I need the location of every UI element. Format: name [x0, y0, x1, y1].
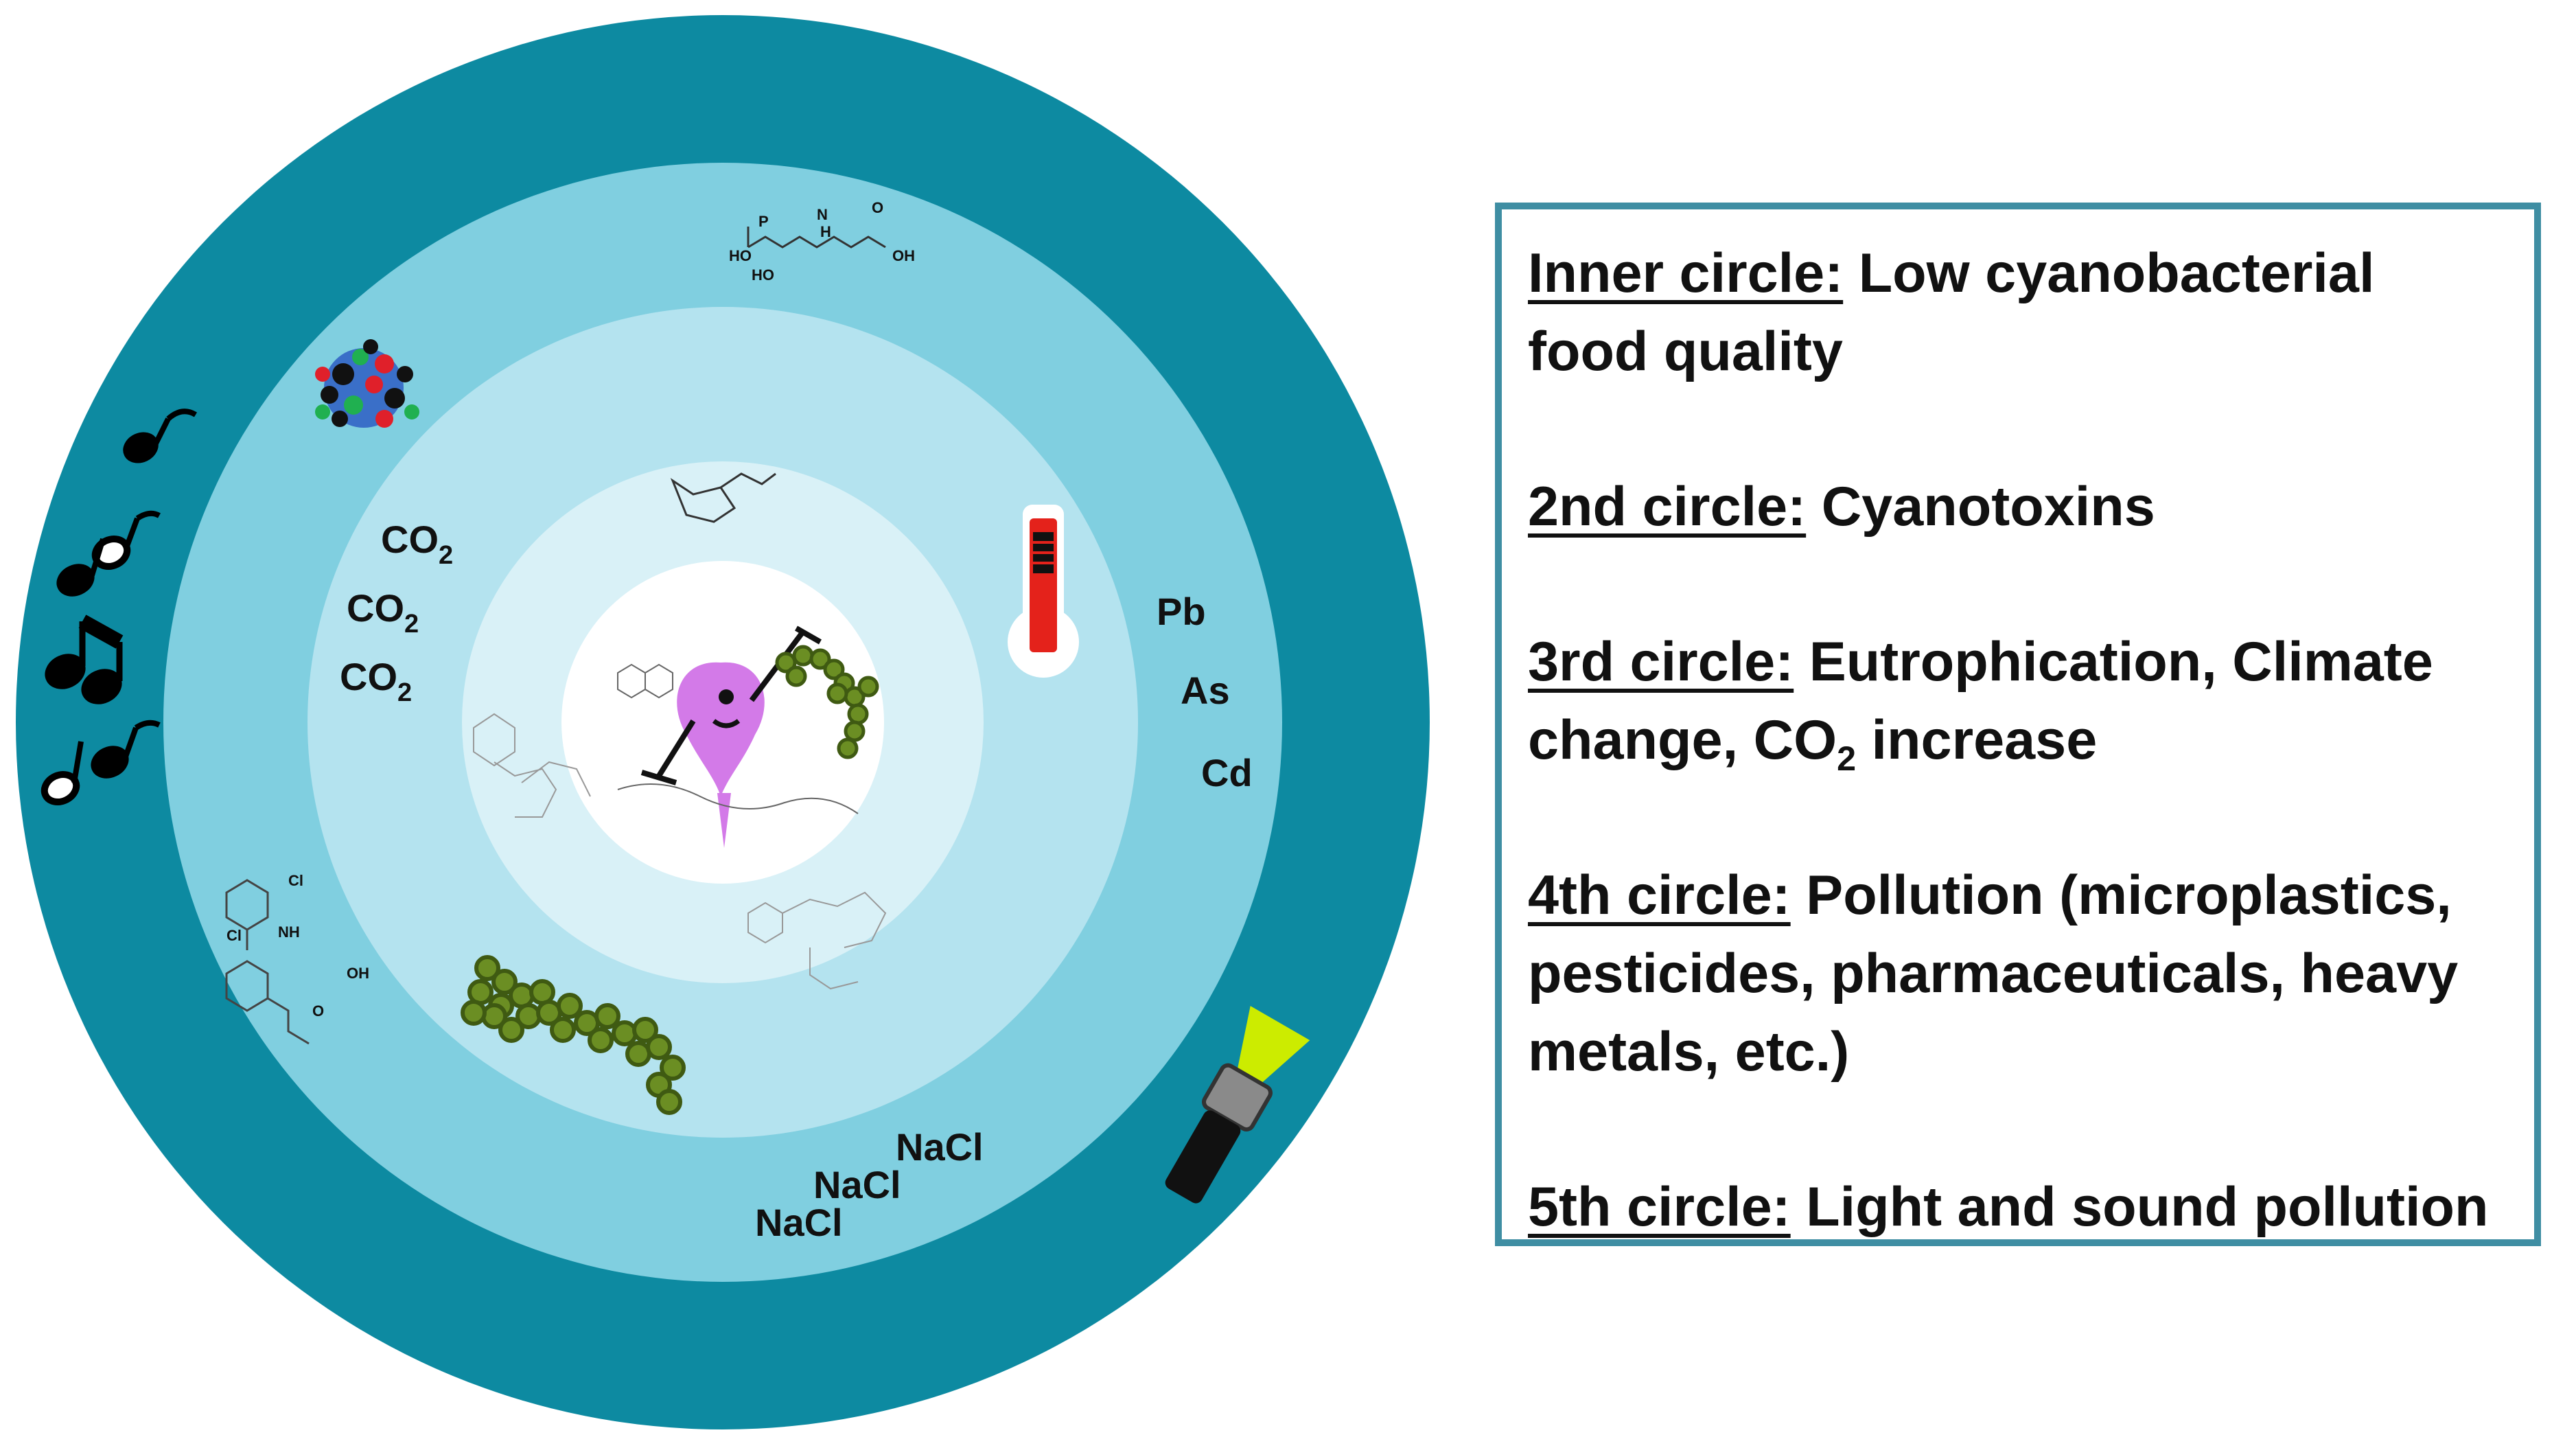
molecule-label: H [820, 223, 831, 240]
molecule-label: O [312, 1002, 324, 1020]
nacl-label: NaCl [755, 1201, 843, 1244]
molecule-icon [670, 472, 776, 523]
molecule-icon [617, 663, 859, 814]
molecule-icon [473, 713, 591, 818]
legend-entry-fifth: 5th circle: Light and sound pollution [1528, 1168, 2508, 1246]
molecule-label: NH [278, 923, 300, 941]
microplastic-cluster-icon [315, 339, 419, 428]
cd-label: Cd [1201, 751, 1253, 794]
legend-entry-third: 3rd circle: Eutrophication, Climate chan… [1528, 623, 2508, 779]
flashlight-icon [1165, 1006, 1310, 1204]
legend-title: Inner circle: [1528, 242, 1844, 304]
cyanobacteria-filament-icon [775, 645, 879, 759]
thermometer-icon [1008, 505, 1079, 678]
co2-label: CO2 [340, 655, 412, 707]
molecule-label: OH [347, 965, 369, 982]
molecule-label: HO [752, 266, 774, 284]
legend-entry-second: 2nd circle: Cyanotoxins [1528, 468, 2508, 546]
legend-text: Light and sound pollution [1806, 1176, 2489, 1238]
stressor-circles-diagram: P HO HO N H O OH Cl Cl NH OH O CO2 CO2 C… [16, 15, 1430, 1429]
music-note-icon [123, 409, 198, 463]
molecule-icon [225, 879, 310, 1045]
legend-text: Eutrophication, Climate change, CO [1528, 631, 2433, 771]
legend-title: 4th circle: [1528, 864, 1791, 926]
legend-text: increase [1856, 709, 2098, 771]
molecule-label: N [817, 206, 828, 223]
legend-entry-fourth: 4th circle: Pollution (microplastics, pe… [1528, 856, 2508, 1091]
molecule-label: OH [892, 247, 915, 264]
music-note-icon [56, 510, 161, 597]
legend-box: Inner circle: Low cyanobacterial food qu… [1495, 203, 2541, 1246]
molecule-label: O [872, 199, 883, 216]
music-note-icon [40, 720, 161, 805]
co2-label: CO2 [381, 518, 453, 570]
legend-text: Low cyanobacterial food quality [1528, 242, 2375, 382]
molecule-icon [747, 227, 886, 249]
legend-text: Pollution (microplastics, pesticides, ph… [1528, 864, 2459, 1083]
legend-entry-inner: Inner circle: Low cyanobacterial food qu… [1528, 234, 2508, 391]
nacl-label: NaCl [896, 1125, 984, 1169]
molecule-label: HO [729, 247, 752, 264]
molecule-icon [747, 891, 887, 990]
music-note-icon [45, 614, 124, 704]
co2-label: CO2 [347, 586, 419, 639]
legend-title: 5th circle: [1528, 1176, 1791, 1238]
cyanobacteria-filament-icon [461, 955, 686, 1115]
molecule-label: Cl [227, 927, 242, 944]
molecule-label: Cl [288, 872, 303, 889]
legend-subscript: 2 [1837, 739, 1857, 779]
legend-title: 3rd circle: [1528, 631, 1794, 693]
legend-title: 2nd circle: [1528, 476, 1807, 538]
pb-label: Pb [1157, 590, 1206, 633]
legend-text: Cyanotoxins [1821, 476, 2155, 538]
molecule-label: P [758, 213, 769, 230]
as-label: As [1181, 669, 1230, 712]
nacl-label: NaCl [813, 1163, 901, 1206]
